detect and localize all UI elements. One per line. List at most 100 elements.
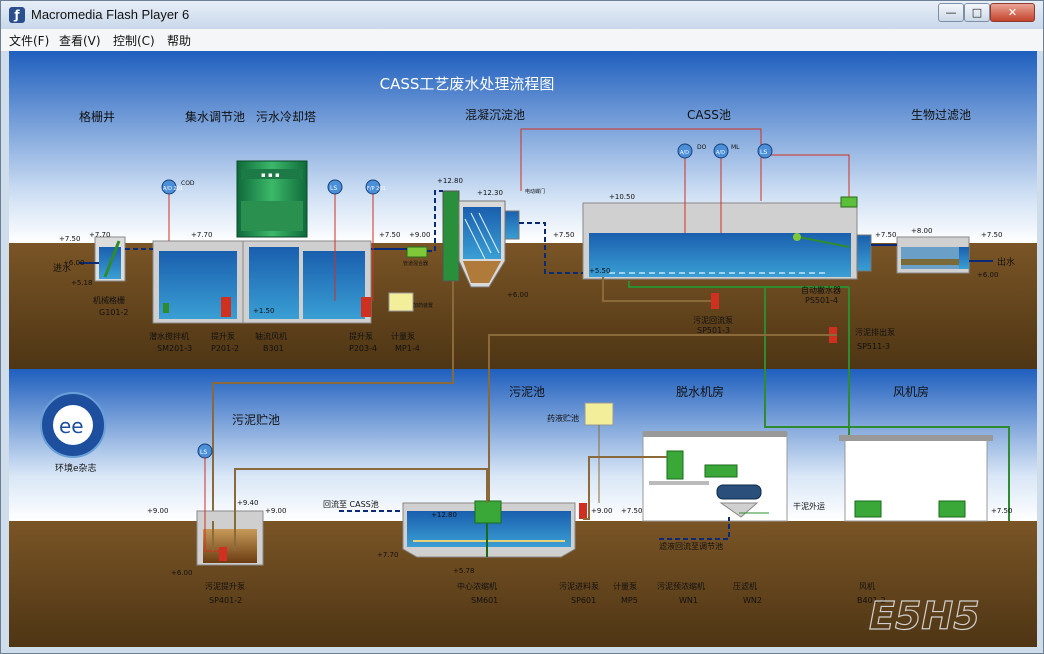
menu-view[interactable]: 查看(V): [59, 34, 101, 48]
svg-text:MP1-4: MP1-4: [395, 344, 420, 353]
coagulation-sedimentation-tank[interactable]: [442, 190, 520, 288]
section-sludge-storage: 污泥贮池: [232, 412, 280, 427]
svg-text:污泥进料泵: 污泥进料泵: [559, 581, 599, 591]
svg-text:+12.30: +12.30: [477, 189, 503, 197]
level-markers-upper: +7.50 +7.70 +6.00 +5.18 +7.70 +1.50 +7.5…: [59, 177, 1002, 315]
watermark-logo: E5H5: [869, 594, 980, 638]
section-dewatering-room: 脱水机房: [676, 384, 724, 399]
svg-text:+6.00: +6.00: [507, 291, 528, 299]
pump-sp501[interactable]: [711, 293, 719, 309]
svg-text:F/P 201: F/P 201: [367, 186, 386, 192]
svg-text:LS: LS: [760, 149, 767, 156]
svg-text:G101-2: G101-2: [99, 308, 128, 317]
cass-tank[interactable]: [582, 196, 872, 280]
svg-text:MP5: MP5: [621, 596, 638, 605]
svg-text:+7.70: +7.70: [377, 551, 398, 559]
svg-text:WN2: WN2: [743, 596, 762, 605]
svg-text:+7.50: +7.50: [379, 231, 400, 239]
svg-text:+7.70: +7.70: [89, 231, 110, 239]
cooling-tower[interactable]: ▪ ▪ ▪: [236, 160, 372, 324]
svg-text:+5.18: +5.18: [71, 279, 92, 287]
label-chemical-tank: 药液贮池: [547, 413, 579, 423]
label-outflow: 出水: [997, 256, 1015, 268]
svg-text:轴流风机: 轴流风机: [255, 331, 287, 341]
pump-p203[interactable]: [361, 297, 371, 317]
svg-text:污泥排出泵: 污泥排出泵: [855, 327, 895, 337]
svg-text:COD: COD: [181, 180, 195, 187]
chemical-tank[interactable]: [584, 402, 614, 426]
flash-app-icon: ƒ: [9, 7, 25, 23]
window-title: Macromedia Flash Player 6: [31, 7, 190, 22]
svg-text:压滤机: 压滤机: [733, 581, 757, 591]
flash-content-area[interactable]: CASS工艺废水处理流程图 格栅井 集水调节池 污水冷却塔 混凝沉淀池 CASS…: [9, 51, 1037, 647]
close-icon: ✕: [1007, 6, 1018, 19]
biofilter-tank[interactable]: [896, 236, 970, 274]
svg-text:LS: LS: [330, 185, 337, 192]
svg-text:+9.00: +9.00: [409, 231, 430, 239]
svg-text:SP401-2: SP401-2: [209, 596, 242, 605]
svg-text:+9.00: +9.00: [147, 507, 168, 515]
equalization-tank[interactable]: [152, 240, 244, 324]
dosing-device[interactable]: [388, 292, 414, 312]
svg-text:污泥回流泵: 污泥回流泵: [693, 315, 733, 325]
minimize-icon: —: [945, 6, 957, 19]
process-flow-diagram: CASS工艺废水处理流程图 格栅井 集水调节池 污水冷却塔 混凝沉淀池 CASS…: [9, 51, 1037, 647]
svg-text:自动撇水器: 自动撇水器: [801, 285, 841, 295]
title-bar[interactable]: ƒ Macromedia Flash Player 6 — □ ✕: [1, 1, 1043, 29]
dewatering-room[interactable]: [642, 431, 788, 522]
section-cass-tank: CASS池: [687, 108, 731, 122]
svg-text:+5.78: +5.78: [453, 567, 474, 575]
svg-text:提升泵: 提升泵: [349, 331, 373, 341]
label-dosing-device: 加药装置: [413, 302, 433, 309]
svg-text:A/D: A/D: [716, 150, 725, 156]
svg-text:SM201-3: SM201-3: [157, 344, 192, 353]
svg-text:DO: DO: [697, 144, 707, 151]
blower-room[interactable]: [839, 435, 993, 522]
pump-sp601[interactable]: [579, 503, 587, 519]
pipe-mixer[interactable]: [406, 246, 428, 258]
svg-text:ee: ee: [59, 414, 84, 438]
svg-text:提升泵: 提升泵: [211, 331, 235, 341]
svg-text:计量泵: 计量泵: [391, 331, 415, 341]
label-inflow: 进水: [53, 262, 71, 274]
svg-text:SM601: SM601: [471, 596, 498, 605]
maximize-button[interactable]: □: [964, 3, 990, 22]
svg-text:环境e杂志: 环境e杂志: [55, 462, 97, 474]
minimize-button[interactable]: —: [938, 3, 964, 22]
equipment-labels-lower: 污泥提升泵 SP401-2 中心浓缩机 SM601 污泥进料泵 SP601 计量…: [205, 581, 886, 605]
menu-help[interactable]: 帮助: [167, 34, 192, 48]
section-biofilter: 生物过滤池: [911, 108, 971, 122]
maximize-icon: □: [971, 6, 983, 19]
svg-text:机械格栅: 机械格栅: [93, 295, 125, 305]
svg-text:+5.50: +5.50: [589, 267, 610, 275]
section-grille-well: 格栅井: [79, 109, 115, 124]
svg-text:潜水搅拌机: 潜水搅拌机: [149, 331, 189, 341]
svg-text:B401-2: B401-2: [857, 596, 886, 605]
svg-text:风机: 风机: [859, 581, 875, 591]
svg-text:+9.00: +9.00: [591, 507, 612, 515]
svg-text:LS: LS: [200, 449, 207, 456]
equipment-labels-upper: 机械格栅 G101-2 潜水搅拌机 SM201-3 提升泵 P201-2 轴流风…: [93, 285, 895, 353]
svg-text:A/D 201: A/D 201: [163, 186, 183, 192]
svg-text:+6.00: +6.00: [171, 569, 192, 577]
svg-text:ML: ML: [731, 144, 740, 151]
svg-text:+8.00: +8.00: [911, 227, 932, 235]
central-thickener[interactable]: [402, 500, 576, 558]
sensors-upper: A/D 201 LS F/P 201 A/D A/D LS COD DO ML: [161, 143, 773, 195]
svg-text:+7.50: +7.50: [875, 231, 896, 239]
label-filtrate-return: 滤液回流至调节池: [659, 541, 723, 551]
section-coagulation-tank: 混凝沉淀池: [465, 107, 525, 122]
section-blower-room: 风机房: [893, 384, 929, 399]
close-button[interactable]: ✕: [990, 3, 1035, 22]
menu-file[interactable]: 文件(F): [9, 34, 50, 48]
svg-text:SP501-3: SP501-3: [697, 326, 730, 335]
svg-text:+9.00: +9.00: [265, 507, 286, 515]
menu-bar: 文件(F) 查看(V) 控制(C) 帮助: [1, 29, 1043, 52]
svg-text:+10.50: +10.50: [609, 193, 635, 201]
label-return-cass: 回流至 CASS池: [323, 499, 379, 509]
grille-well[interactable]: [94, 236, 126, 282]
svg-text:+7.50: +7.50: [991, 507, 1012, 515]
menu-control[interactable]: 控制(C): [113, 34, 155, 48]
svg-text:+12.80: +12.80: [431, 511, 457, 519]
svg-text:P201-2: P201-2: [211, 344, 239, 353]
